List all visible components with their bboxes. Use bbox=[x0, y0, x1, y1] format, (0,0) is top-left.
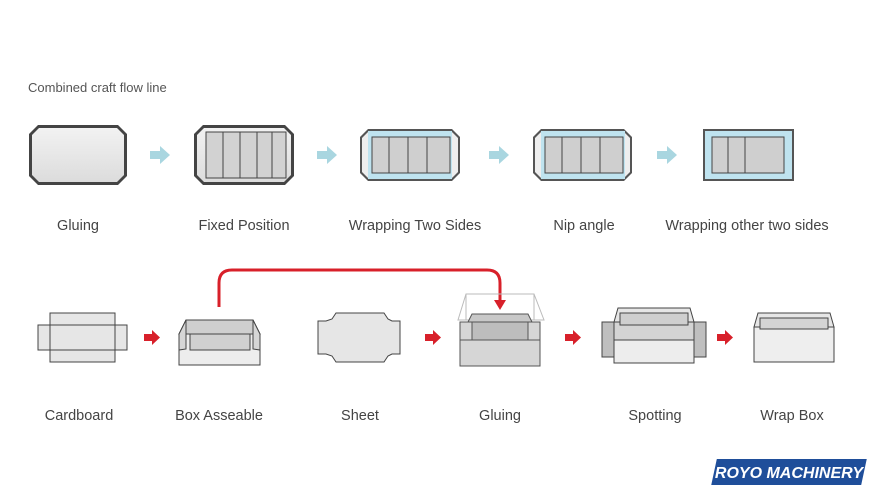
wrap-box-icon bbox=[753, 312, 835, 363]
gluing-panel-icon bbox=[29, 125, 127, 185]
red-arrow-2 bbox=[425, 330, 441, 345]
light-arrow-2 bbox=[317, 146, 337, 164]
gluing-box-icon bbox=[457, 293, 545, 367]
logo-text: ROYO MACHINERY bbox=[715, 465, 864, 482]
light-arrow-3 bbox=[489, 146, 509, 164]
wrapping-two-sides-icon bbox=[360, 129, 460, 181]
red-arrow-4 bbox=[717, 330, 733, 345]
nip-angle-icon bbox=[533, 129, 632, 181]
red-loop-arrow bbox=[217, 268, 506, 310]
box-asseable-icon bbox=[178, 319, 261, 366]
fixed-position-icon bbox=[194, 125, 294, 185]
step-label-box-asseable: Box Asseable bbox=[175, 408, 263, 424]
step-label-spotting: Spotting bbox=[628, 408, 682, 424]
diagram-title: Combined craft flow line bbox=[28, 80, 167, 95]
step-label-sheet: Sheet bbox=[341, 408, 379, 424]
light-arrow-1 bbox=[150, 146, 170, 164]
step-label-fixed-position: Fixed Position bbox=[198, 218, 290, 234]
step-label-gluing: Gluing bbox=[57, 218, 99, 234]
wrapping-other-two-sides-icon bbox=[703, 129, 794, 181]
step-label-cardboard: Cardboard bbox=[44, 408, 114, 424]
step-label-wrapping-two-sides: Wrapping Two Sides bbox=[348, 218, 482, 234]
step-label-wrap-box: Wrap Box bbox=[760, 408, 824, 424]
light-arrow-4 bbox=[657, 146, 677, 164]
step-label-nip-angle: Nip angle bbox=[553, 218, 615, 234]
spotting-icon bbox=[601, 307, 707, 364]
royo-machinery-logo: ROYO MACHINERY bbox=[710, 457, 868, 487]
red-arrow-1 bbox=[144, 330, 160, 345]
sheet-icon bbox=[317, 312, 401, 363]
step-label-wrapping-other-two-sides: Wrapping other two sides bbox=[665, 218, 829, 234]
cardboard-icon bbox=[37, 312, 128, 363]
red-arrow-3 bbox=[565, 330, 581, 345]
step-label-gluing-2: Gluing bbox=[479, 408, 521, 424]
